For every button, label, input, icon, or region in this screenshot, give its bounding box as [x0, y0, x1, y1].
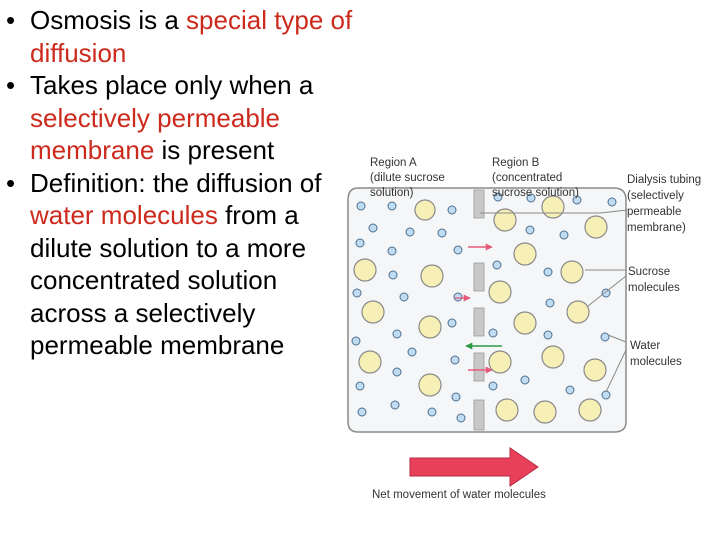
highlighted-term: water molecules — [30, 200, 218, 230]
bullet-text: Osmosis is a — [30, 5, 187, 35]
water-molecule — [520, 375, 530, 385]
bullet-text: Definition: the diffusion of — [30, 167, 322, 198]
bullet-marker: • — [6, 5, 16, 35]
water-molecule — [601, 288, 611, 298]
sucrose-molecules — [353, 195, 608, 424]
sucrose-molecule — [566, 300, 590, 324]
water-molecule — [601, 390, 611, 400]
water-molecule — [565, 385, 575, 395]
water-molecule — [607, 197, 617, 207]
water-molecule — [493, 192, 503, 202]
water-molecule — [357, 407, 367, 417]
water-molecule — [545, 298, 555, 308]
water-molecule — [447, 318, 457, 328]
water-molecule — [388, 270, 398, 280]
sucrose-molecule — [418, 315, 442, 339]
sucrose-molecule — [584, 215, 608, 239]
bullet-marker: • — [6, 70, 16, 100]
water-molecule — [572, 195, 582, 205]
highlighted-term: selectively permeable membrane — [30, 102, 281, 166]
water-molecule — [407, 347, 417, 357]
bullet-list: •Osmosis is a special type of diffusion … — [6, 4, 356, 362]
water-molecules-label: Water molecules — [630, 340, 682, 368]
sucrose-molecule — [560, 260, 584, 284]
solution-container — [347, 187, 627, 433]
sucrose-molecule — [541, 195, 565, 219]
water-molecule — [525, 225, 535, 235]
sucrose-molecule — [513, 311, 537, 335]
sucrose-molecule — [495, 398, 519, 422]
sucrose-molecule — [488, 350, 512, 374]
water-movement-arrows — [455, 243, 502, 374]
water-molecule — [392, 367, 402, 377]
sucrose-molecule — [420, 264, 444, 288]
callout-lines — [480, 209, 628, 393]
sucrose-molecule — [488, 280, 512, 304]
bullet-text: Takes place only when a — [30, 70, 314, 100]
sucrose-molecule — [578, 398, 602, 422]
sucrose-molecule — [493, 208, 517, 232]
water-molecule — [488, 381, 498, 391]
water-molecule — [451, 392, 461, 402]
water-molecule — [492, 260, 502, 270]
water-molecule — [450, 355, 460, 365]
sucrose-molecule — [513, 242, 537, 266]
water-molecule — [488, 328, 498, 338]
water-molecule — [543, 330, 553, 340]
water-molecules — [351, 192, 617, 423]
water-molecule — [352, 288, 362, 298]
dialysis-leader — [480, 209, 628, 214]
bullet-item-3: • Definition: the diffusion of water mole… — [6, 167, 356, 362]
water-molecule — [456, 413, 466, 423]
net-movement-arrow — [409, 447, 539, 487]
sucrose-molecules-label: Sucrose molecules — [628, 266, 680, 294]
water-molecule — [453, 245, 463, 255]
water-molecule — [387, 201, 397, 211]
bullet-item-2: • Takes place only when a selectively per… — [6, 69, 356, 167]
water-leader — [607, 334, 627, 343]
bullet-text: is present — [154, 135, 275, 165]
water-leader — [605, 349, 627, 393]
sucrose-molecule — [533, 400, 557, 424]
sucrose-molecule — [353, 258, 377, 282]
highlighted-term: special type of diffusion — [30, 5, 353, 68]
water-molecule — [399, 292, 409, 302]
sucrose-molecule — [358, 350, 382, 374]
sucrose-molecule — [418, 373, 442, 397]
bullet-text: from a dilute solution to a more concent… — [30, 200, 307, 360]
bullet-marker: • — [6, 167, 16, 198]
sucrose-leader — [587, 275, 627, 307]
sucrose-molecule — [541, 345, 565, 369]
region-a-label: Region A (dilute sucrose solution) — [370, 157, 448, 199]
net-movement-label: Net movement of water molecules — [372, 489, 546, 501]
water-molecule — [543, 267, 553, 277]
sucrose-molecule — [361, 300, 385, 324]
sucrose-molecule — [583, 358, 607, 382]
water-molecule — [427, 407, 437, 417]
water-molecule — [387, 246, 397, 256]
water-molecule — [405, 227, 415, 237]
water-molecule — [526, 193, 536, 203]
region-b-label: Region B (concentrated sucrose solution) — [492, 157, 579, 199]
water-molecule — [559, 230, 569, 240]
water-molecule — [600, 332, 610, 342]
water-molecule — [390, 400, 400, 410]
bullet-item-1: • Osmosis is a special type of diffusion — [6, 4, 356, 69]
dialysis-tubing-label: Dialysis tubing (selectively permeable m… — [627, 174, 704, 234]
water-molecule — [368, 223, 378, 233]
membrane — [473, 189, 485, 431]
water-molecule — [356, 201, 366, 211]
water-molecule — [447, 205, 457, 215]
water-molecule — [437, 228, 447, 238]
sucrose-molecule — [414, 199, 436, 221]
water-molecule — [355, 381, 365, 391]
water-molecule — [392, 329, 402, 339]
water-molecule — [453, 292, 463, 302]
water-molecule — [355, 238, 365, 248]
water-molecule — [351, 336, 361, 346]
